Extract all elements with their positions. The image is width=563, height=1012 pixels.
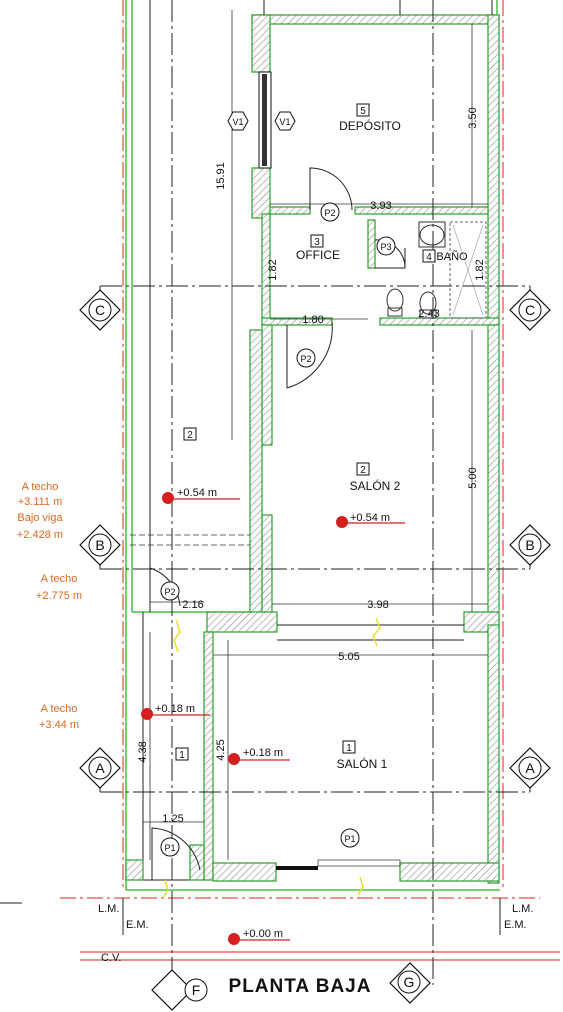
axis-b-left-label: B — [95, 537, 104, 553]
top-edge-lines — [263, 0, 498, 15]
dim-2-43: 2.43 — [418, 308, 439, 320]
cv-label: C.V. — [101, 952, 121, 964]
dim-4-25: 4.25 — [215, 739, 227, 760]
ceiling-note2-line1: A techo — [41, 573, 78, 585]
window-tags — [227, 111, 296, 131]
door-tag-p3: P3 — [380, 242, 391, 252]
room-1-number: 1 — [346, 743, 352, 754]
corridor-2-number: 2 — [187, 430, 193, 441]
door-tag-p1-salon: P1 — [344, 834, 355, 844]
dim-15-91: 15.91 — [215, 162, 227, 190]
dimension-lines — [130, 10, 488, 860]
room-5-name: DEPÓSITO — [339, 118, 401, 133]
window-tag-v1-left: V1 — [232, 117, 243, 127]
room-4-name: BAÑO — [436, 250, 468, 263]
ceiling-note-line1: A techo — [22, 481, 59, 493]
axis-b-right-label: B — [525, 537, 534, 553]
door-tag-p2-salon: P2 — [300, 354, 311, 364]
level-markers — [141, 492, 405, 945]
corridor-1-number: 1 — [179, 750, 185, 761]
door-tag-p1-corridor: P1 — [164, 843, 175, 853]
ceiling-note3-line1: A techo — [41, 703, 78, 715]
lm-left-label: L.M. — [98, 903, 119, 915]
axis-c-left-label: C — [95, 302, 105, 318]
room-3-number: 3 — [314, 237, 320, 248]
dim-5-00: 5.00 — [467, 467, 479, 488]
property-lines — [60, 0, 560, 961]
plan-title: PLANTA BAJA — [229, 976, 372, 997]
room-5-number: 5 — [360, 106, 366, 117]
window-tag-v1-right: V1 — [279, 117, 290, 127]
window-v1 — [258, 71, 272, 169]
level-salon2: +0.54 m — [350, 512, 390, 524]
ceiling-note-line2: +3.111 m — [18, 496, 63, 508]
axis-g-label: G — [404, 974, 415, 990]
dim-3-50: 3.50 — [467, 107, 479, 128]
door-tag-p2-corridor: P2 — [164, 587, 175, 597]
dim-1-82-office: 1.82 — [267, 259, 279, 280]
axis-a-right-label: A — [525, 760, 535, 776]
room-3-name: OFFICE — [296, 248, 340, 262]
break-marks — [162, 617, 381, 899]
level-salon1: +0.18 m — [243, 747, 283, 759]
axis-f-label: F — [192, 982, 201, 998]
bathroom-fixtures — [386, 221, 487, 319]
dim-1-82-bano: 1.82 — [474, 259, 486, 280]
ceiling-note2-line2: +2.775 m — [36, 590, 82, 602]
em-right-label: E.M. — [504, 919, 527, 931]
grid-axes — [99, 0, 531, 985]
dim-5-05: 5.05 — [338, 651, 359, 663]
door-tag-p2-office: P2 — [324, 208, 335, 218]
em-left-label: E.M. — [126, 919, 149, 931]
dim-1-25: 1.25 — [162, 813, 183, 825]
ceiling-note-line4: +2.428 m — [17, 529, 63, 541]
dim-1-80: 1.80 — [302, 314, 323, 326]
dim-3-93: 3.93 — [370, 200, 391, 212]
room-1-name: SALÓN 1 — [337, 756, 388, 771]
axis-c-right-label: C — [525, 302, 535, 318]
dim-3-98: 3.98 — [367, 599, 388, 611]
boundary-ticks — [0, 898, 501, 935]
dim-4-38: 4.38 — [137, 741, 149, 762]
level-salon2-corridor: +0.54 m — [177, 487, 217, 499]
room-tags — [175, 103, 436, 761]
axis-a-left-label: A — [95, 760, 105, 776]
level-corridor-1: +0.18 m — [155, 703, 195, 715]
room-2-name: SALÓN 2 — [350, 478, 401, 493]
level-street: +0.00 m — [243, 928, 283, 940]
door-tags — [160, 202, 396, 857]
walls — [125, 14, 500, 884]
ceiling-note3-line2: +3.44 m — [39, 719, 79, 731]
room-2-number: 2 — [360, 465, 366, 476]
lm-right-label: L.M. — [512, 903, 533, 915]
axis-markers — [79, 289, 551, 1011]
dim-2-16: 2.16 — [182, 599, 203, 611]
ceiling-note-line3: Bajo viga — [17, 512, 63, 524]
room-4-number: 4 — [426, 252, 432, 263]
